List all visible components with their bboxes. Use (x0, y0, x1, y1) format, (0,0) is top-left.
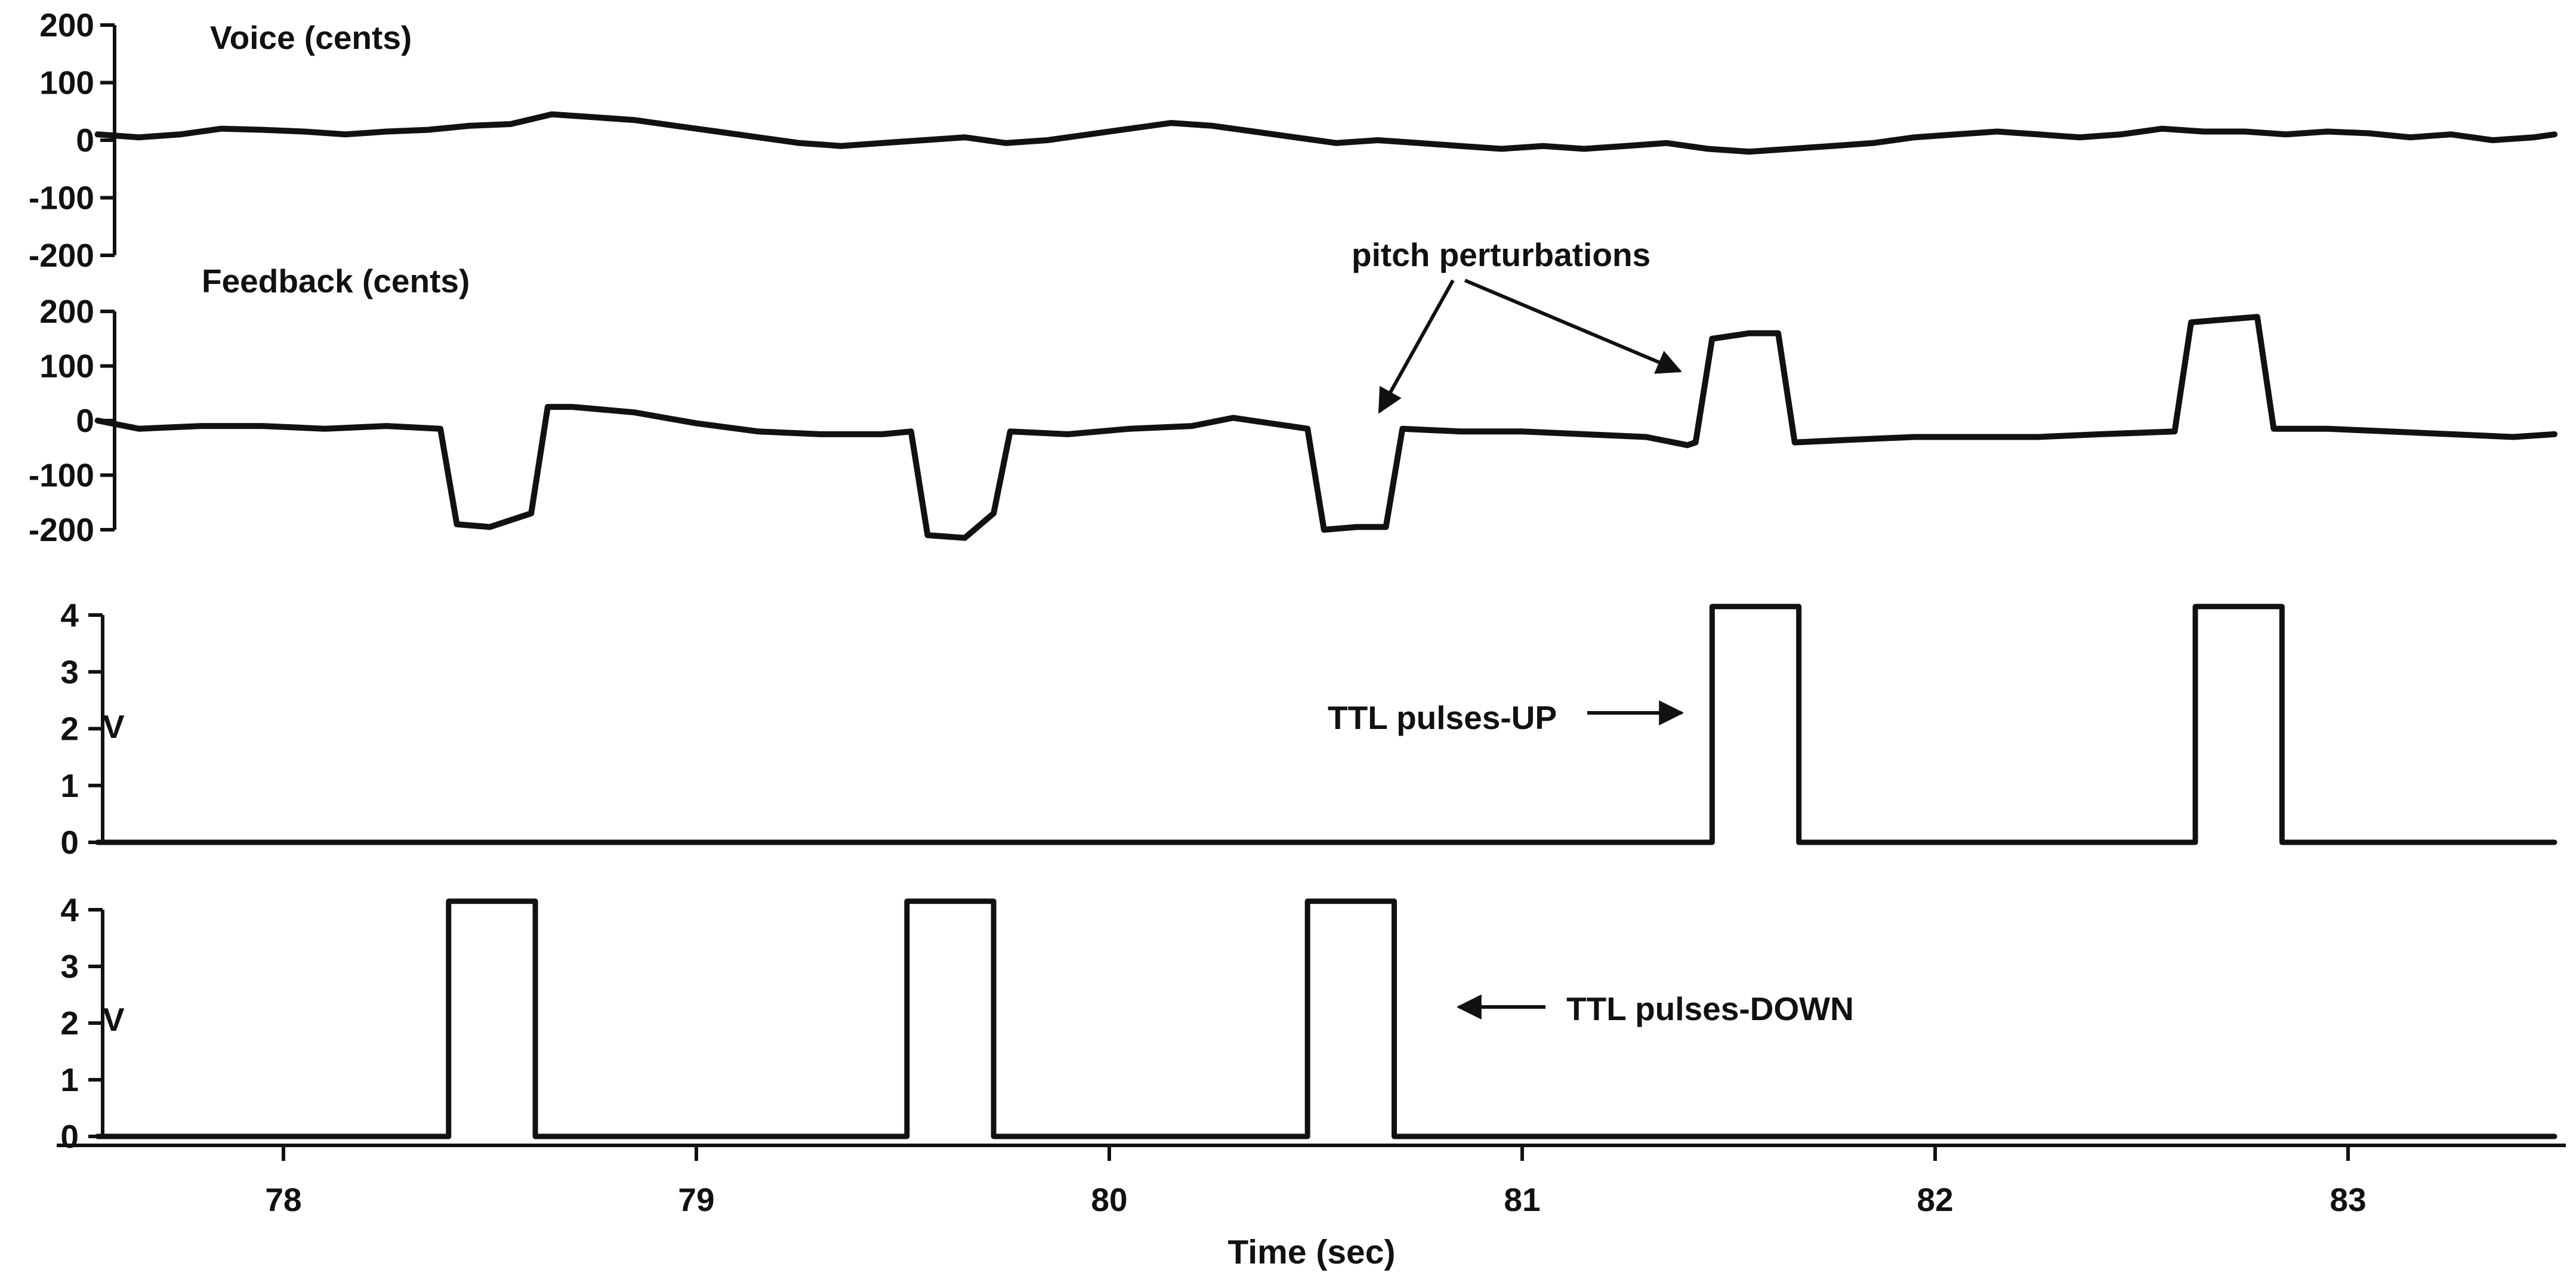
y-tick-label: 1 (60, 1061, 79, 1098)
y-tick-label: 4 (60, 891, 79, 928)
series-line (94, 314, 2558, 541)
pitch-arrow-up (1464, 279, 1682, 374)
series-line (95, 604, 2558, 845)
series-line (94, 111, 2558, 155)
y-tick-label: 2 (60, 710, 79, 747)
y-tick-label: 2 (60, 1005, 79, 1042)
y-tick-label: 0 (76, 122, 94, 159)
y-tick-label: 1 (60, 767, 79, 804)
y-tick-label: 3 (60, 948, 79, 985)
pitch-perturbations-annotation: pitch perturbations (1352, 236, 1651, 273)
pitch-arrow-down (1378, 279, 1455, 414)
y-tick-label: -200 (29, 237, 94, 274)
x-tick-label: 81 (1504, 1181, 1540, 1218)
x-tick-label: 82 (1917, 1181, 1953, 1218)
y-tick-label: 200 (39, 293, 94, 330)
ttl-up-y-axis-label: V (103, 708, 125, 745)
voice-panel-label: Voice (cents) (210, 19, 412, 56)
y-tick-label: -200 (29, 511, 94, 548)
y-tick-label: 200 (39, 7, 94, 44)
x-tick-label: 83 (2330, 1181, 2366, 1218)
y-tick-label: 100 (39, 64, 94, 101)
y-tick-label: 0 (60, 1118, 79, 1155)
x-tick-label: 80 (1091, 1181, 1127, 1218)
y-tick-label: 4 (60, 597, 79, 634)
x-axis-title: Time (sec) (1228, 1233, 1396, 1271)
y-tick-label: 0 (60, 824, 79, 861)
x-tick-label: 78 (265, 1181, 301, 1218)
series-line (95, 898, 2558, 1139)
y-tick-label: 3 (60, 653, 79, 690)
x-tick-label: 79 (678, 1181, 714, 1218)
ttl-down-annotation: TTL pulses-DOWN (1566, 990, 1854, 1027)
feedback-panel-label: Feedback (cents) (202, 262, 470, 299)
y-tick-label: 0 (76, 402, 94, 439)
y-tick-label: -100 (29, 180, 94, 217)
y-tick-label: -100 (29, 457, 94, 494)
ttl-up-annotation: TTL pulses-UP (1328, 699, 1557, 736)
ttl-down-y-axis-label: V (103, 1001, 125, 1038)
y-tick-label: 100 (39, 348, 94, 385)
panels: 200 100 0 -100 -200 200 100 0 -100 -200 4 3 2 1 0 4 3 2 1 0… (29, 7, 2566, 1218)
